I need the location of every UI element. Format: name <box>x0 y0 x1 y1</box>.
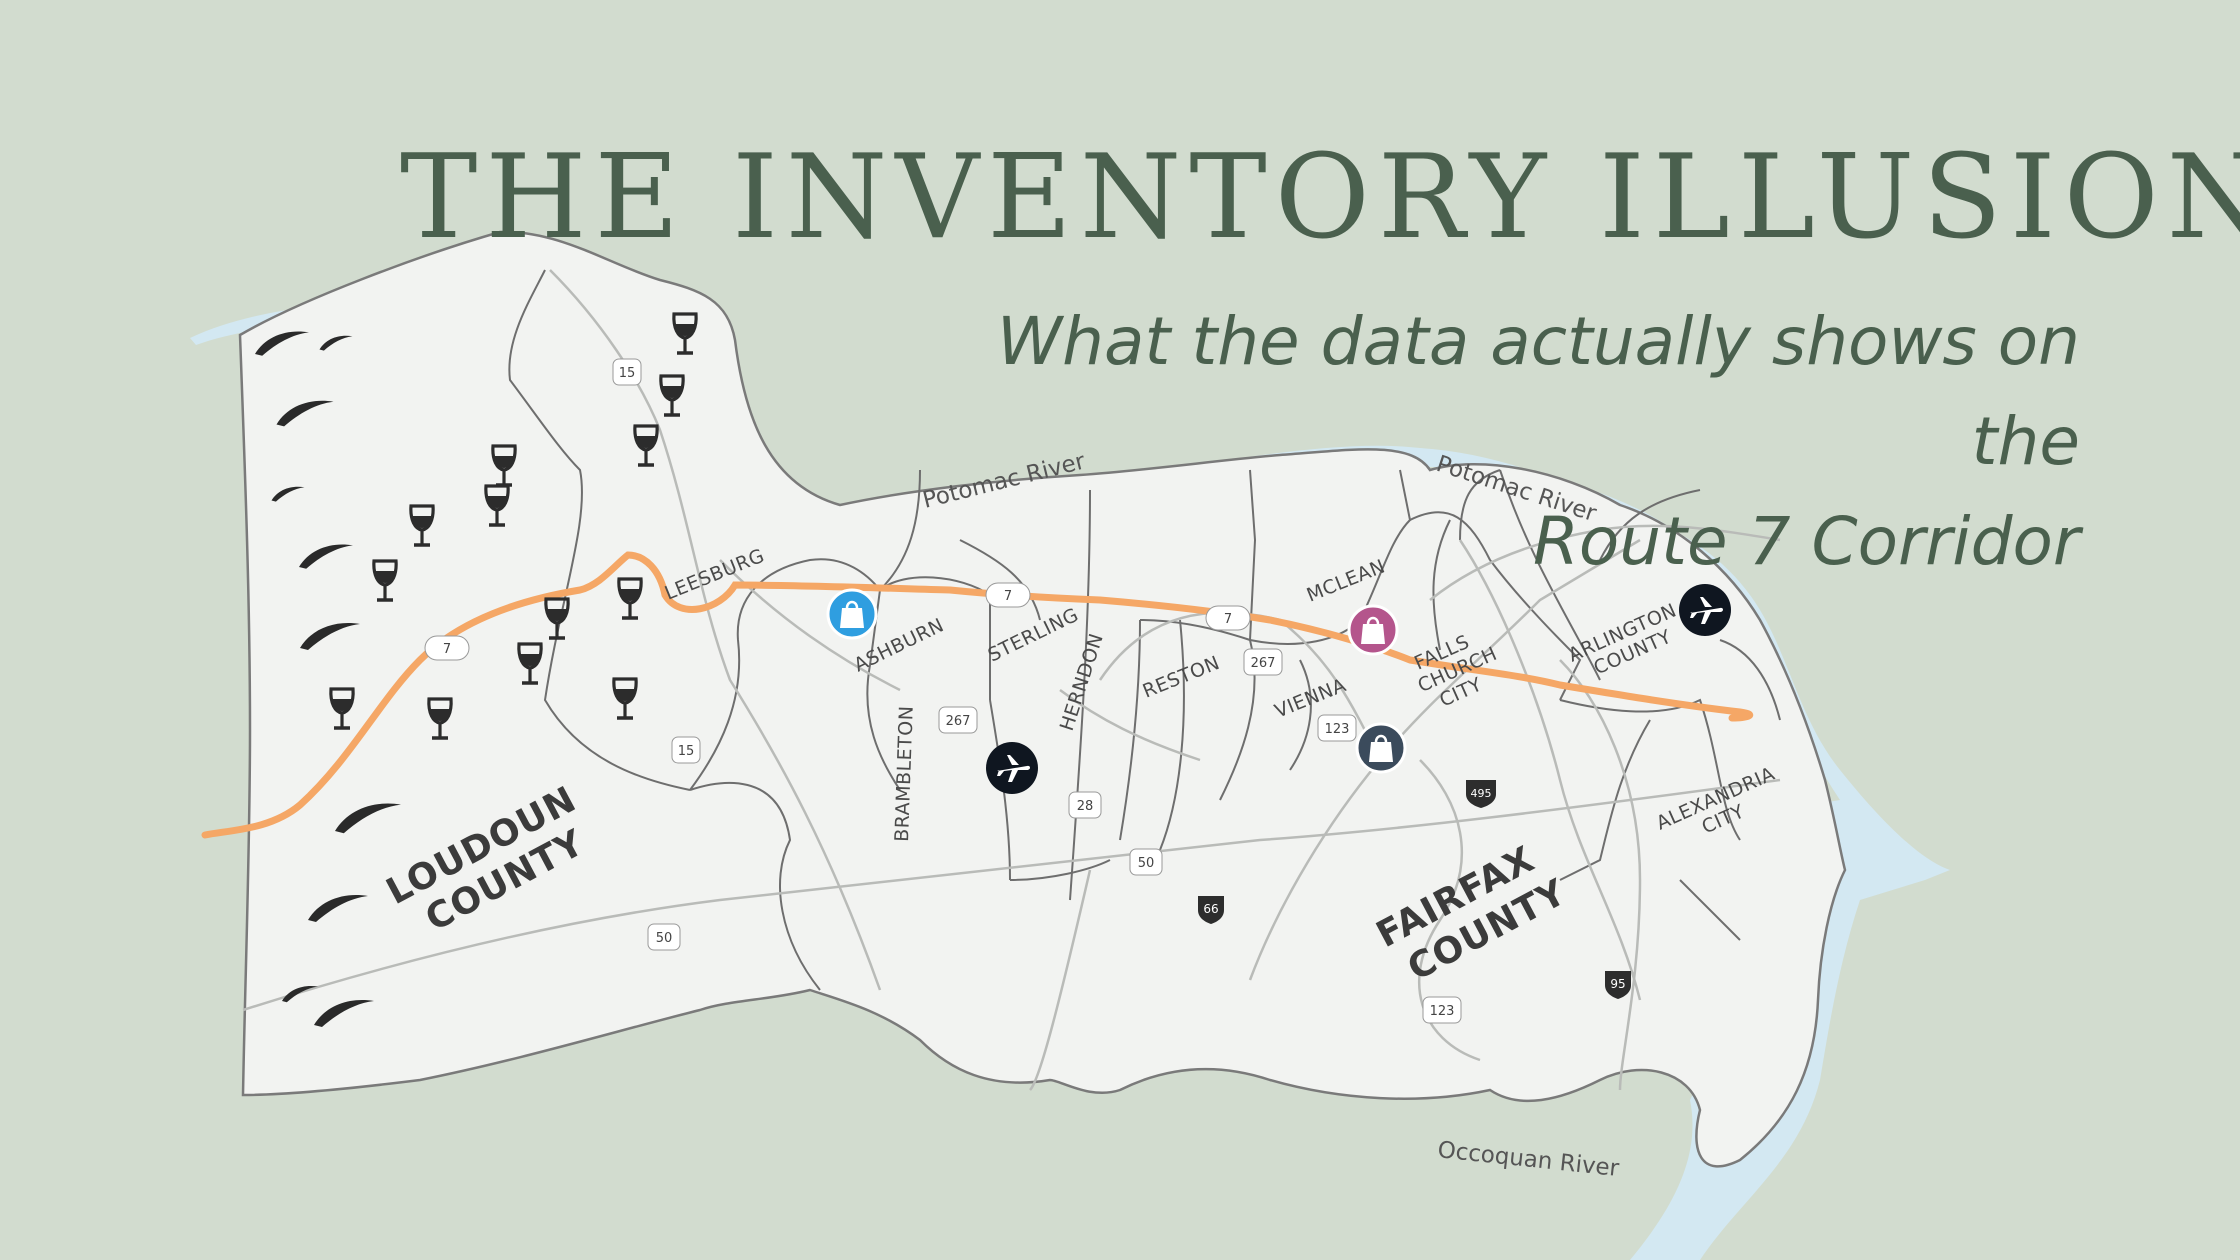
shield-495: 495 <box>1471 787 1492 800</box>
shopping-bag-icon-blue <box>826 588 878 640</box>
page-subtitle: What the data actually shows on the Rout… <box>880 292 2080 592</box>
shield-28: 28 <box>1077 799 1094 814</box>
shield-15a: 15 <box>619 366 636 381</box>
airplane-icon-dulles <box>986 742 1038 794</box>
shield-267a: 267 <box>946 714 971 729</box>
shield-123b: 123 <box>1430 1004 1455 1019</box>
shield-66: 66 <box>1203 902 1218 916</box>
shield-7b: 7 <box>1004 589 1012 604</box>
shield-267b: 267 <box>1251 656 1276 671</box>
route-7-line <box>201 551 1754 839</box>
page-title: THE INVENTORY ILLUSION <box>400 130 2240 265</box>
subtitle-line-2: Route 7 Corridor <box>1533 503 2080 580</box>
water <box>190 278 1950 1260</box>
shield-15b: 15 <box>678 744 695 759</box>
district-borders <box>508 269 1781 991</box>
shopping-bag-icon-navy <box>1355 722 1407 774</box>
shield-50a: 50 <box>1138 856 1155 871</box>
shield-7a: 7 <box>443 642 451 657</box>
subtitle-line-1: What the data actually shows on the <box>996 303 2080 480</box>
shield-123a: 123 <box>1325 722 1350 737</box>
place-label-brambleton: BRAMBLETON <box>891 705 918 842</box>
shopping-bag-icon-magenta <box>1347 604 1399 656</box>
road-shields: 7 7 7 15 15 267 267 28 <box>424 358 1631 1024</box>
river-label-occoquan: Occoquan River <box>1436 1137 1620 1182</box>
shield-7c: 7 <box>1224 612 1232 627</box>
shield-50b: 50 <box>656 931 673 946</box>
shield-95: 95 <box>1610 977 1625 991</box>
